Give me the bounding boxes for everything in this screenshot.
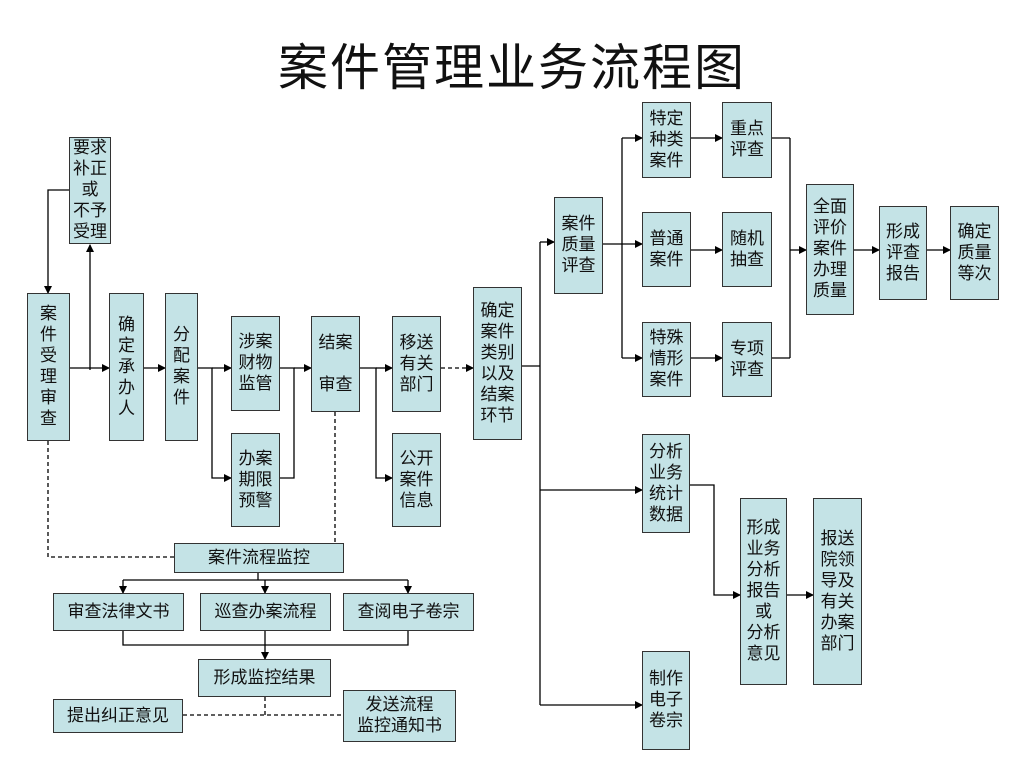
deadline-warning-box: 办案 期限 预警: [231, 433, 280, 527]
assign-handler-box: 确 定 承 办 人: [109, 293, 144, 441]
transfer-department-box: 移送 有关 部门: [392, 316, 441, 412]
consult-efile-box: 查阅电子卷宗: [343, 593, 474, 631]
inspect-process-box: 巡查办案流程: [200, 593, 331, 631]
comprehensive-evaluation-box: 全面 评价 案件 办理 质量: [806, 184, 854, 315]
review-documents-box: 审查法律文书: [53, 593, 184, 631]
property-supervision-box: 涉案 财物 监管: [231, 316, 280, 411]
quality-grade-box: 确定 质量 等次: [950, 206, 999, 300]
correction-opinion-box: 提出纠正意见: [53, 699, 183, 733]
specific-type-cases-box: 特定 种类 案件: [642, 102, 691, 178]
process-monitoring-box: 案件流程监控: [174, 543, 344, 573]
closing-review-box: 结案 审查: [311, 316, 360, 412]
ordinary-cases-box: 普通 案件: [642, 212, 691, 287]
special-cases-box: 特殊 情形 案件: [642, 322, 691, 397]
request-correction-box: 要求 补正 或 不予 受理: [69, 137, 111, 244]
random-check-box: 随机 抽查: [722, 212, 772, 287]
intake-review-box: 案 件 受 理 审 查: [27, 293, 70, 441]
quality-review-box: 案件 质量 评查: [554, 197, 603, 294]
review-report-box: 形成 评查 报告: [879, 206, 927, 300]
monitoring-result-box: 形成监控结果: [198, 659, 331, 697]
electronic-file-box: 制作 电子 卷宗: [642, 651, 690, 750]
analysis-report-box: 形成 业务 分析 报告 或 分析 意见: [740, 498, 787, 685]
key-review-box: 重点 评查: [722, 102, 772, 178]
analyze-statistics-box: 分析 业务 统计 数据: [642, 434, 690, 533]
report-leadership-box: 报送 院领 导及 有关 办案 部门: [813, 498, 862, 685]
monitoring-notice-box: 发送流程 监控通知书: [343, 690, 456, 742]
distribute-case-box: 分 配 案 件: [165, 293, 198, 441]
special-review-box: 专项 评查: [722, 322, 772, 397]
publish-case-info-box: 公开 案件 信息: [392, 433, 441, 527]
determine-category-box: 确定 案件 类别 以及 结案 环节: [473, 287, 522, 440]
diagram-title: 案件管理业务流程图: [278, 39, 746, 97]
